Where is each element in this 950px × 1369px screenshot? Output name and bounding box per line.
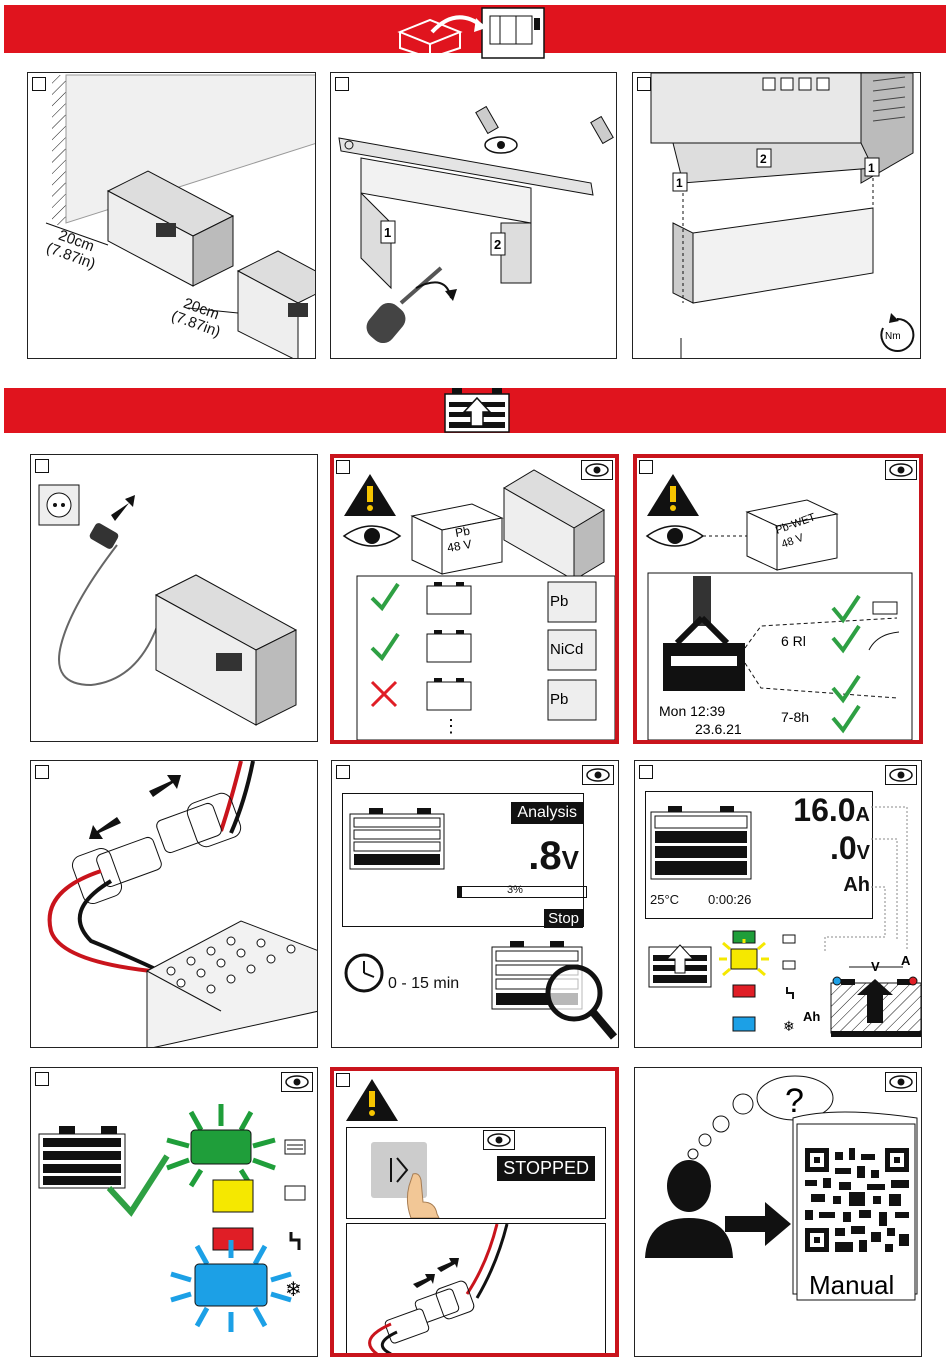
battery-empty-small-icon [285, 1186, 305, 1200]
timer-icon [342, 951, 386, 995]
torque-unit-label: Nm [885, 331, 901, 342]
battery-full-small-icon [285, 1140, 305, 1154]
led-red-icon [733, 985, 755, 997]
voltage-value: .8 [528, 834, 561, 878]
qr-code-icon [805, 1148, 909, 1252]
panel-battery-type-check: Pb 48 V ⋮ Pb NiCd Pb [330, 454, 619, 744]
arrow-right-icon [725, 1202, 791, 1246]
magnifier-battery-icon [490, 937, 618, 1047]
battery-measurement-diagram [831, 967, 921, 1037]
person-icon [645, 1160, 733, 1258]
stop-button[interactable]: Stop [544, 909, 583, 928]
step-1-marker: 1 [384, 225, 391, 240]
step-2-marker-b: 2 [760, 152, 767, 166]
panel-mains-plug [30, 454, 318, 742]
led-blue-icon [171, 1240, 291, 1332]
panel-mount-bracket: 1 2 [330, 72, 617, 359]
step-1-marker-c: 1 [868, 161, 875, 175]
charger-display: Analysis .8V 3% Stop [342, 793, 584, 927]
manual-label: Manual [809, 1270, 894, 1300]
mode-label: Analysis [511, 802, 583, 824]
display-date: 23.6.21 [695, 721, 742, 737]
warning-triangle-icon [346, 1079, 398, 1121]
eye-large-icon [344, 526, 400, 546]
fault-icon [787, 987, 793, 999]
disconnect-box [346, 1223, 606, 1355]
step-1-marker-b: 1 [676, 176, 683, 190]
panel-stop-charging: STOPPED [330, 1067, 619, 1357]
snowflake-icon: ❄ [783, 1018, 795, 1034]
panel-connect-battery [30, 760, 318, 1048]
progress-bar-fill [458, 887, 462, 897]
fault-icon [291, 1232, 299, 1250]
eye-large-icon [647, 526, 703, 546]
wall-socket-icon [39, 485, 79, 525]
eye-icon [485, 137, 517, 153]
warning-triangle-icon [344, 474, 396, 516]
battery-empty-icon [783, 961, 795, 969]
charger-unit-1 [108, 171, 233, 286]
torque-icon: Nm [881, 313, 913, 351]
curve-label: 6 Rl [781, 633, 806, 649]
snowflake-icon: ❄ [285, 1279, 302, 1301]
charger-unit-2 [238, 251, 316, 359]
panel-charging: 16.0A .0V Ah 25°C 0:00:26 ❄ [634, 760, 922, 1048]
stopped-status: STOPPED [497, 1156, 595, 1181]
warning-triangle-icon [647, 474, 699, 516]
charger-unit [156, 575, 296, 725]
battery-block [147, 921, 318, 1048]
charger-unit [504, 470, 604, 580]
type-label-2: NiCd [550, 641, 583, 658]
battery-charging-icon [649, 945, 711, 987]
led-green-icon [167, 1104, 275, 1186]
diagram-v-label: V [871, 959, 880, 974]
diagram-ah-label: Ah [803, 1009, 820, 1024]
led-yellow-icon [213, 1180, 253, 1212]
step-2-marker: 2 [494, 237, 501, 252]
eye-icon [582, 765, 614, 785]
analysis-duration: 0 - 15 min [388, 975, 459, 993]
panel-analysis: Analysis .8V 3% Stop 0 - 15 min [331, 760, 619, 1048]
finger-icon [405, 1172, 441, 1218]
question-mark: ? [785, 1082, 804, 1120]
led-blue-icon [733, 1017, 755, 1031]
display-day-time: Mon 12:39 [659, 703, 725, 719]
diagram-a-label: A [901, 953, 911, 968]
progress-text: 3% [507, 884, 523, 896]
battery-full-large-icon [39, 1126, 125, 1188]
more-types-ellipsis: ⋮ [442, 716, 460, 736]
step-checkbox[interactable] [336, 765, 350, 779]
eye-icon [483, 1130, 515, 1150]
led-yellow-icon [719, 939, 769, 975]
battery-level-icon [349, 808, 445, 870]
voltage-unit: V [562, 845, 579, 875]
charger-plug-icon [70, 836, 163, 907]
charge-time-label: 7-8h [781, 709, 809, 725]
panel-wall-clearance: 20cm (7.87in) 20cm (7.87in) [27, 72, 316, 359]
screwdriver-icon [362, 268, 441, 348]
battery-full-icon [783, 935, 795, 943]
charger-plug-icon [384, 1308, 430, 1344]
battery-charging-icon [444, 386, 510, 434]
unpack-install-icon [390, 2, 560, 60]
stop-button-box: STOPPED [346, 1127, 606, 1219]
type-label-1: Pb [550, 593, 568, 610]
type-label-3: Pb [550, 691, 568, 708]
panel-charge-complete: ❄ [30, 1067, 318, 1357]
panel-attach-charger: 2 1 1 Nm [632, 72, 921, 359]
panel-charge-curve-check: Pb-WET 48 V Mon 12:39 23.6.21 6 Rl 7-8h [633, 454, 923, 744]
panel-manual: ? Manual [634, 1067, 922, 1357]
